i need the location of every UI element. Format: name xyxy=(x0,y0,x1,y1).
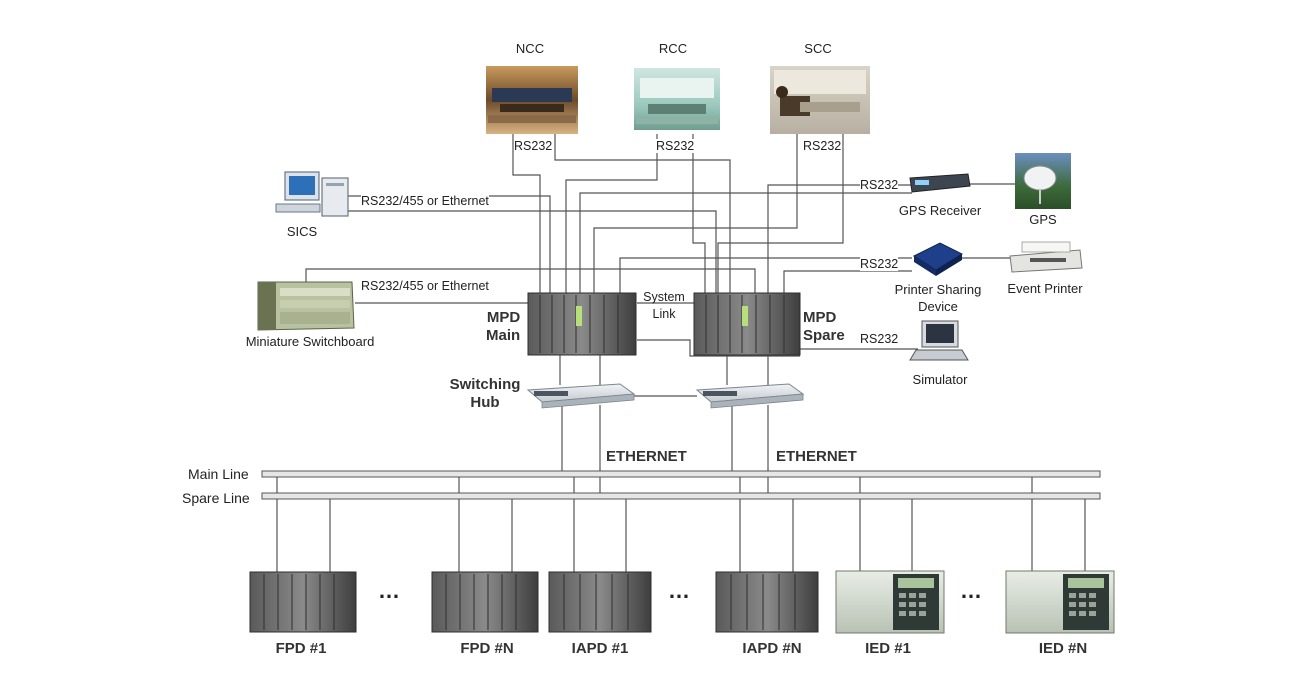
label-sics: SICS xyxy=(286,224,318,239)
link-printer-spare xyxy=(783,270,912,295)
label-rcc: RCC xyxy=(658,41,688,56)
label-link-switchboard: RS232/455 or Ethernet xyxy=(361,279,489,293)
label-rs232-printer: RS232 xyxy=(860,257,899,271)
label-ied-1: IED #1 xyxy=(865,640,911,657)
sics-computer-icon xyxy=(275,171,349,217)
ncc-photo xyxy=(486,66,578,134)
link-gps-receiver-main xyxy=(579,192,912,295)
label-gps: GPS xyxy=(1029,212,1057,227)
miniature-switchboard-icon xyxy=(257,281,355,331)
label-fpd-n: FPD #N xyxy=(460,640,514,657)
label-scc: SCC xyxy=(804,41,832,56)
link-rcc-main xyxy=(565,134,658,295)
link-main-spare-2 xyxy=(637,339,800,357)
event-printer-icon xyxy=(1009,241,1083,273)
link-rcc-spare xyxy=(692,134,706,295)
label-rs232-rcc: RS232 xyxy=(656,139,695,153)
mpd-spare-rack xyxy=(693,292,801,356)
rcc-photo xyxy=(634,68,720,130)
switching-hub-spare xyxy=(695,383,805,409)
label-ethernet-spare: ETHERNET xyxy=(776,448,857,465)
gps-receiver-icon xyxy=(909,173,971,193)
label-rs232-scc: RS232 xyxy=(803,139,842,153)
label-switching-hub: Switching Hub xyxy=(449,376,521,411)
switching-hub-main xyxy=(526,383,636,409)
iapd-n-rack xyxy=(715,571,819,633)
simulator-laptop-icon xyxy=(909,320,969,361)
label-simulator: Simulator xyxy=(912,372,968,387)
iapd-1-rack xyxy=(548,571,652,633)
label-mpd-main: MPD Main xyxy=(486,309,521,344)
scc-photo xyxy=(770,66,870,134)
main-line-bus xyxy=(261,470,1101,478)
link-ncc-main xyxy=(512,134,541,295)
label-mpd-spare: MPD Spare xyxy=(803,309,845,344)
link-gps-receiver xyxy=(767,184,912,295)
ellipsis-fpd: … xyxy=(378,578,402,603)
label-main-line: Main Line xyxy=(188,466,249,482)
label-miniature-switchboard: Miniature Switchboard xyxy=(245,334,375,349)
label-rs232-ncc: RS232 xyxy=(514,139,553,153)
label-ncc: NCC xyxy=(515,41,545,56)
link-switchboard-spare xyxy=(305,268,756,295)
ied-n-panel xyxy=(1005,570,1115,634)
mpd-main-rack xyxy=(527,292,637,356)
label-fpd-1: FPD #1 xyxy=(275,640,327,657)
printer-sharing-device-icon xyxy=(912,242,964,276)
label-iapd-1: IAPD #1 xyxy=(571,640,629,657)
link-printer-main xyxy=(619,257,912,295)
label-ied-n: IED #N xyxy=(1038,640,1088,657)
label-printer-sharing: Printer Sharing Device xyxy=(894,282,982,314)
label-spare-line: Spare Line xyxy=(182,490,250,506)
fpd-n-rack xyxy=(431,571,539,633)
link-sics-main xyxy=(345,210,717,295)
ellipsis-iapd: … xyxy=(668,578,692,603)
link-scc-main xyxy=(593,134,798,295)
ied-1-panel xyxy=(835,570,945,634)
label-gps-receiver: GPS Receiver xyxy=(898,203,982,218)
spare-line-bus xyxy=(261,492,1101,500)
fpd-1-rack xyxy=(249,571,357,633)
label-rs232-simulator: RS232 xyxy=(860,332,899,346)
label-rs232-gps: RS232 xyxy=(860,178,899,192)
label-iapd-n: IAPD #N xyxy=(742,640,802,657)
label-event-printer: Event Printer xyxy=(1007,281,1083,296)
label-system-link: System Link xyxy=(643,290,685,321)
link-ncc-spare xyxy=(554,134,731,295)
ellipsis-ied: … xyxy=(960,578,984,603)
label-ethernet-main: ETHERNET xyxy=(606,448,687,465)
gps-antenna-icon xyxy=(1015,153,1071,209)
label-link-sics: RS232/455 or Ethernet xyxy=(361,194,489,208)
